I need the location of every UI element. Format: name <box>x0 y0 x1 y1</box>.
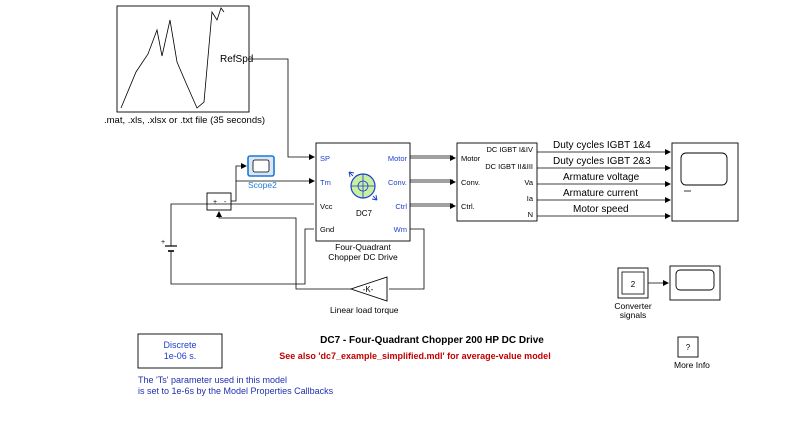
drive-input-tm: Tm <box>320 178 331 187</box>
refspd-waveform <box>120 7 225 109</box>
demux-output-ia: Ia <box>527 194 534 203</box>
drive-icon <box>348 171 378 201</box>
more-info-icon: ? <box>686 343 691 352</box>
connection-lines <box>170 58 671 290</box>
signal-label-armature-current: Armature current <box>563 188 638 199</box>
model-subtitle[interactable]: See also 'dc7_example_simplified.mdl' fo… <box>279 351 550 361</box>
demux-input-ctrl: Ctrl. <box>461 202 475 211</box>
drive-caption-line2: Chopper DC Drive <box>328 252 398 262</box>
drive-output-ctrl: Ctrl <box>395 202 407 211</box>
drive-input-sp: SP <box>320 154 330 163</box>
sum-sign-plus: + <box>213 199 217 206</box>
signal-label-duty-1-4: Duty cycles IGBT 1&4 <box>553 140 651 151</box>
ts-note-line1: The 'Ts' parameter used in this model <box>138 375 287 385</box>
gain-value: -K- <box>363 285 374 294</box>
converter-signals-display[interactable]: 2 Converter signals <box>614 267 652 320</box>
scope2-block[interactable]: Scope2 <box>247 155 277 190</box>
model-title: DC7 - Four-Quadrant Chopper 200 HP DC Dr… <box>320 335 544 346</box>
powergui-line1: Discrete <box>163 340 196 350</box>
ts-note-line2: is set to 1e-6s by the Model Properties … <box>138 386 334 396</box>
scope2-label: Scope2 <box>248 180 277 190</box>
linear-load-torque-gain[interactable]: -K- Linear load torque <box>330 276 399 315</box>
more-info-caption: More Info <box>674 360 710 370</box>
powergui-line2: 1e-06 s. <box>164 351 197 361</box>
refspd-caption: .mat, .xls, .xlsx or .txt file (35 secon… <box>104 115 265 126</box>
drive-caption-line1: Four-Quadrant <box>335 242 391 252</box>
signal-label-armature-voltage: Armature voltage <box>563 172 640 183</box>
powergui-block[interactable]: Discrete 1e-06 s. <box>137 333 223 369</box>
main-scope-block[interactable] <box>671 142 739 222</box>
sum-block[interactable]: + - <box>206 192 232 211</box>
converter-signals-value: 2 <box>631 280 636 289</box>
refspd-label: RefSpd <box>220 54 253 65</box>
drive-output-conv: Conv. <box>388 178 407 187</box>
converter-signals-caption-1: Converter <box>614 301 651 311</box>
converter-scope-block[interactable] <box>669 265 721 301</box>
demux-output-2: DC IGBT II&III <box>485 162 533 171</box>
demux-output-va: Va <box>524 178 533 187</box>
refspd-from-file-block[interactable]: RefSpd .mat, .xls, .xlsx or .txt file (3… <box>104 5 265 126</box>
more-info-button[interactable]: ? More Info <box>674 336 710 370</box>
drive-output-wm: Wm <box>394 225 407 234</box>
demux-input-motor: Motor <box>461 154 481 163</box>
demux-output-n: N <box>528 210 533 219</box>
signal-label-motor-speed: Motor speed <box>573 204 629 215</box>
drive-center-label: DC7 <box>356 209 373 218</box>
battery-plus-sign: + <box>161 239 165 246</box>
signal-label-duty-2-3: Duty cycles IGBT 2&3 <box>553 156 651 167</box>
drive-input-gnd: Gnd <box>320 225 334 234</box>
demux-output-1: DC IGBT I&IV <box>486 145 533 154</box>
dc7-drive-block[interactable]: SP Tm Vcc Gnd Motor Conv. Ctrl Wm DC7 Fo… <box>315 142 411 262</box>
signal-selector-block[interactable]: Motor Conv. Ctrl. DC IGBT I&IV DC IGBT I… <box>456 142 538 222</box>
converter-signals-caption-2: signals <box>620 310 646 320</box>
gain-caption: Linear load torque <box>330 305 399 315</box>
drive-output-motor: Motor <box>388 154 408 163</box>
drive-input-vcc: Vcc <box>320 202 333 211</box>
dc-voltage-source[interactable]: + <box>161 239 177 252</box>
demux-input-conv: Conv. <box>461 178 480 187</box>
sum-sign-minus: - <box>224 199 227 206</box>
